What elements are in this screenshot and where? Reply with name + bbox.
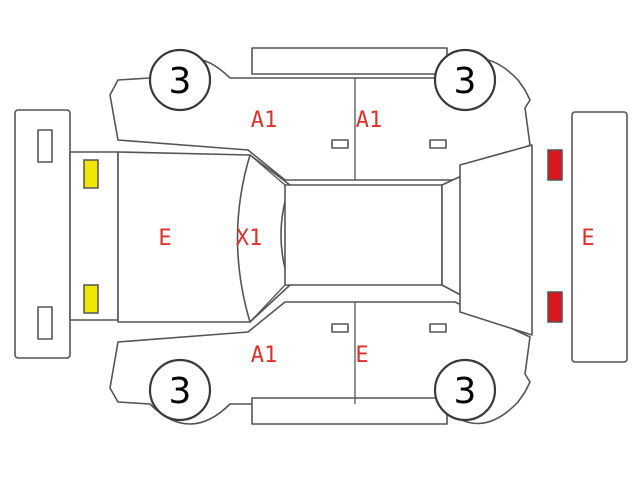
tire-rear-right: 3 <box>433 358 497 422</box>
tire-front-right: 3 <box>148 358 212 422</box>
front-bumper <box>14 109 71 359</box>
svg-text:3: 3 <box>454 61 477 102</box>
svg-text:3: 3 <box>169 371 192 412</box>
tire-rear-left: 3 <box>433 48 497 112</box>
right-side-profile <box>109 301 531 425</box>
damage-code-rear-door-top: A1 <box>356 108 383 133</box>
front-lamp-right <box>83 284 99 314</box>
rear-bumper <box>571 111 628 363</box>
damage-code-hood: E <box>158 226 171 251</box>
damage-code-rear-bumper: E <box>581 226 594 251</box>
svg-text:3: 3 <box>169 61 192 102</box>
front-lamp-left <box>83 159 99 189</box>
damage-code-front-door-bottom: A1 <box>251 343 278 368</box>
tire-front-left: 3 <box>148 48 212 112</box>
rear-lamp-right <box>547 291 563 323</box>
damage-code-rear-door-bottom: E <box>355 343 368 368</box>
damage-code-front-door-top: A1 <box>251 108 278 133</box>
svg-text:3: 3 <box>454 371 477 412</box>
damage-code-windshield: X1 <box>236 226 263 251</box>
rear-lamp-left <box>547 149 563 181</box>
